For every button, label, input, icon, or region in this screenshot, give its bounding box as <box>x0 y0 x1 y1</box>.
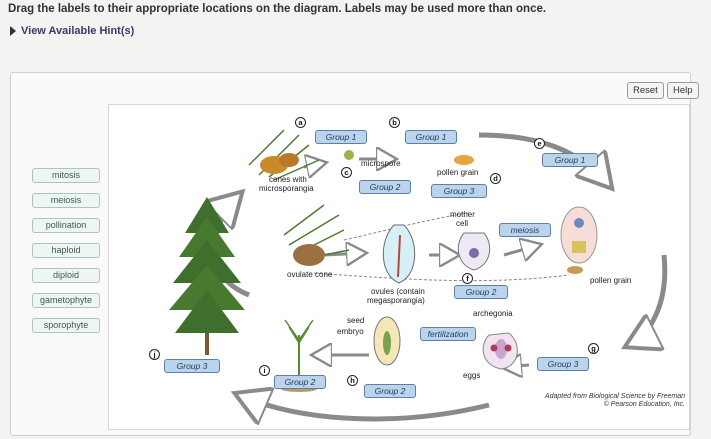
label-embryo: embryo <box>337 327 364 336</box>
label-archegonia: archegonia <box>473 309 513 318</box>
label-bank: mitosis meiosis pollination haploid dipl… <box>32 168 100 343</box>
label-mitosis[interactable]: mitosis <box>32 168 100 183</box>
target-d-group[interactable]: Group 3 <box>431 184 487 198</box>
label-cones-line1: cones with <box>269 175 307 184</box>
megaspore-mother-cell <box>457 232 491 271</box>
letter-j: j <box>149 349 160 360</box>
pollen-grain-top <box>454 155 474 165</box>
letter-c: c <box>341 167 352 178</box>
label-microspore: microspore <box>361 159 401 168</box>
arrow-cone-to-ovule <box>323 253 364 255</box>
letter-a: a <box>295 117 306 128</box>
target-e-group[interactable]: Group 1 <box>542 153 598 167</box>
target-a-group[interactable]: Group 1 <box>315 130 367 144</box>
target-i-group[interactable]: Group 2 <box>274 375 326 389</box>
view-hints-link[interactable]: View Available Hint(s) <box>10 25 134 37</box>
arrow-mothercell-to-meiosis <box>503 245 539 255</box>
target-b-group[interactable]: Group 1 <box>405 130 457 144</box>
label-ovules-line1: ovules (contain <box>371 287 425 296</box>
letter-h: h <box>347 375 358 386</box>
label-ovules-line2: megasporangia) <box>367 296 425 305</box>
label-haploid[interactable]: haploid <box>32 243 100 258</box>
credit-text: Adapted from Biological Science by Freem… <box>479 393 685 408</box>
label-seed: seed <box>347 316 365 325</box>
letter-d: d <box>490 173 501 184</box>
pollen-path-dashed-2 <box>313 272 570 282</box>
label-sporophyte[interactable]: sporophyte <box>32 318 100 333</box>
archegonia-illustration <box>482 332 518 370</box>
target-j-group[interactable]: Group 3 <box>164 359 220 373</box>
label-mother-line2: cell <box>456 219 469 228</box>
seed-embryo-illustration <box>373 316 401 366</box>
reset-button[interactable]: Reset <box>627 82 664 99</box>
label-pollination[interactable]: pollination <box>32 218 100 233</box>
letter-f: f <box>462 273 473 284</box>
expand-triangle-icon <box>10 26 16 36</box>
label-gametophyte[interactable]: gametophyte <box>32 293 100 308</box>
instructions-text: Drag the labels to their appropriate loc… <box>8 3 547 15</box>
pine-tree-illustration <box>169 197 245 355</box>
cycle-arrow-top <box>478 132 609 185</box>
label-eggs: eggs <box>463 371 481 380</box>
diagram-artwork <box>169 129 668 431</box>
target-c-group[interactable]: Group 2 <box>359 180 411 194</box>
letter-e: e <box>534 138 545 149</box>
target-g-group[interactable]: Group 3 <box>537 357 589 371</box>
target-h-group[interactable]: Group 2 <box>364 384 416 398</box>
target-meiosis[interactable]: meiosis <box>499 223 551 237</box>
target-f-group[interactable]: Group 2 <box>454 285 508 299</box>
label-diploid[interactable]: diploid <box>32 268 100 283</box>
letter-g: g <box>588 343 599 354</box>
pollen-path-dashed <box>343 212 470 241</box>
label-ovulate-cone: ovulate cone <box>287 270 333 279</box>
label-pollen-grain-right: pollen grain <box>590 276 632 285</box>
credit-line1: Adapted from Biological Science by Freem… <box>544 393 685 400</box>
label-meiosis[interactable]: meiosis <box>32 193 100 208</box>
label-mother-line1: mother <box>450 210 475 219</box>
letter-i: i <box>259 365 270 376</box>
letter-b: b <box>389 117 400 128</box>
cycle-arrow-right <box>629 254 668 345</box>
arrow-cones-to-microspore <box>303 163 324 167</box>
label-pollen-grain-top: pollen grain <box>437 168 479 177</box>
label-cones-line2: microsporangia <box>259 184 314 193</box>
microspore-cell <box>344 150 354 160</box>
pollen-grain-right <box>567 266 583 274</box>
cycle-arrow-bottom <box>239 395 490 419</box>
help-button[interactable]: Help <box>667 82 699 99</box>
pine-life-cycle-diagram: Group 1 Group 1 Group 1 Group 2 Group 3 … <box>108 104 690 430</box>
ovulate-cone-illustration <box>283 204 350 266</box>
credit-line2: © Pearson Education, Inc. <box>603 400 685 408</box>
view-hints-label: View Available Hint(s) <box>21 25 135 37</box>
female-gametophyte-illustration <box>560 206 598 264</box>
ovule-illustration <box>382 224 416 284</box>
pollen-cones-illustration <box>248 129 320 181</box>
target-fertilization[interactable]: fertilization <box>420 327 476 341</box>
